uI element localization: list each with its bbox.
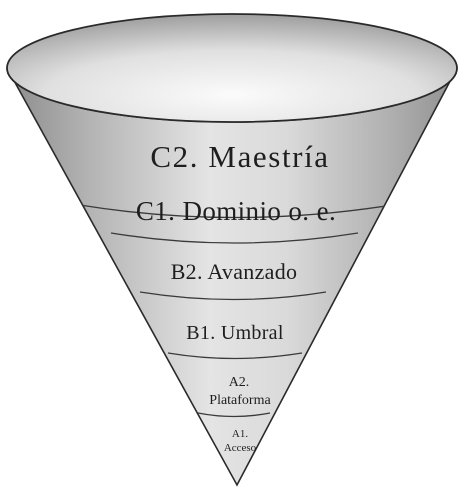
level-b1-label: B1. Umbral [186,322,284,344]
level-a1-code: A1. [232,428,248,440]
level-c2-label: C2. Maestría [150,139,329,174]
level-c1-label: C1. Dominio o. e. [136,196,336,226]
level-a2-name: Plataforma [209,393,271,408]
level-a1-name: Acceso [224,442,257,454]
funnel-top-rim [7,14,457,122]
level-a2-code: A2. [229,375,250,390]
level-b2-label: B2. Avanzado [171,259,298,284]
